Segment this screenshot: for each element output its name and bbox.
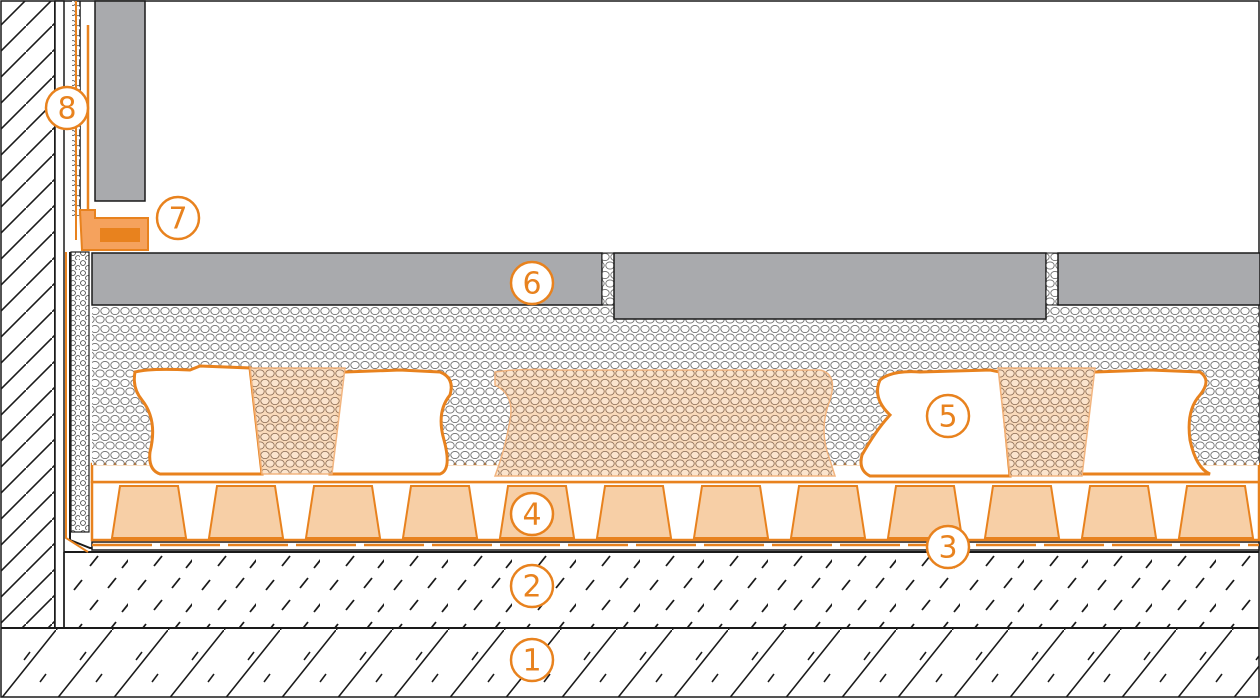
membrane-studs xyxy=(132,364,1211,478)
mat-cell xyxy=(401,485,479,539)
callout-3-label: 3 xyxy=(938,531,957,566)
screed-layer xyxy=(64,552,1259,628)
callout-labels: 1 2 3 4 5 6 7 8 xyxy=(44,85,971,683)
wall-masonry xyxy=(1,1,55,628)
tile xyxy=(1057,252,1260,306)
structured-mat xyxy=(90,480,1260,542)
callout-7-label: 7 xyxy=(168,202,187,237)
callout-5: 5 xyxy=(925,393,971,439)
callout-7: 7 xyxy=(155,195,201,241)
callout-6-label: 6 xyxy=(522,267,541,302)
mat-cell xyxy=(1080,485,1158,539)
filled-cavity-large xyxy=(493,368,837,477)
callout-2-label: 2 xyxy=(522,570,541,605)
callout-2: 2 xyxy=(509,563,555,609)
filled-cavity xyxy=(249,367,346,475)
callout-6: 6 xyxy=(509,260,555,306)
mat-cell xyxy=(595,485,673,539)
callout-8-label: 8 xyxy=(57,92,76,127)
callout-5-label: 5 xyxy=(938,400,957,435)
tile-joint xyxy=(601,252,615,306)
mat-cell xyxy=(304,485,382,539)
callout-8: 8 xyxy=(44,85,90,131)
mat-cell xyxy=(207,485,285,539)
mat-cell xyxy=(692,485,770,539)
callout-4-label: 4 xyxy=(522,498,541,533)
callout-3: 3 xyxy=(925,524,971,570)
callout-1: 1 xyxy=(509,637,555,683)
tile xyxy=(613,252,1047,320)
mat-cell xyxy=(789,485,867,539)
edge-profile xyxy=(78,209,149,251)
concrete-slab xyxy=(1,628,1259,697)
mat-cell xyxy=(983,485,1061,539)
mat-cell xyxy=(1177,485,1255,539)
callout-1-label: 1 xyxy=(522,644,541,679)
mat-cell xyxy=(110,485,188,539)
wall-tile xyxy=(94,0,146,202)
edge-insulation-strip xyxy=(70,251,90,533)
filled-cavity xyxy=(997,367,1096,477)
tile-joint xyxy=(1045,252,1059,306)
callout-4: 4 xyxy=(509,491,555,537)
